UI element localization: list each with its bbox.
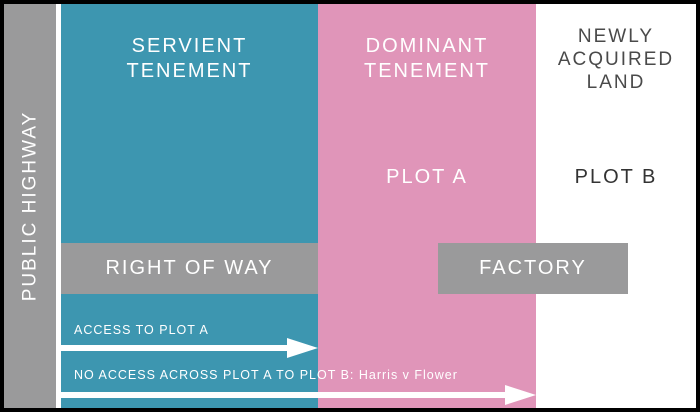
no-access-arrow-head [505, 385, 536, 405]
dominant-tenement-title: DOMINANT TENEMENT [318, 34, 536, 84]
servient-title-line-2: TENEMENT [126, 60, 253, 82]
servient-tenement-title: SERVIENT TENEMENT [61, 34, 318, 84]
newly-acquired-land-title: NEWLY ACQUIRED LAND [536, 26, 696, 94]
public-highway-region [4, 4, 56, 408]
no-access-arrow-shaft [61, 392, 509, 398]
dominant-title-line-1: DOMINANT [365, 35, 489, 57]
access-arrow-head [287, 338, 318, 358]
dominant-title-line-2: TENEMENT [364, 60, 490, 82]
access-arrow-shaft [61, 345, 291, 351]
right-of-way-box: RIGHT OF WAY [61, 243, 318, 294]
servient-title-line-1: SERVIENT [131, 35, 248, 57]
newland-title-line-3: LAND [586, 71, 646, 93]
right-of-way-label: RIGHT OF WAY [105, 257, 274, 279]
servient-tenement-region [61, 4, 318, 408]
newland-title-line-2: ACQUIRED [557, 48, 675, 70]
dominant-tenement-region [318, 4, 536, 408]
plot-a-label: PLOT A [386, 166, 468, 188]
factory-label: FACTORY [479, 257, 587, 279]
factory-box: FACTORY [438, 243, 628, 294]
highway-boundary-line [56, 4, 61, 408]
no-access-plot-b-label: NO ACCESS ACROSS PLOT A TO PLOT B: Harri… [74, 368, 458, 382]
plot-b-label: PLOT B [574, 166, 658, 188]
access-plot-a-label: ACCESS TO PLOT A [74, 323, 209, 337]
newland-title-line-1: NEWLY [577, 26, 655, 47]
newly-acquired-land-region [536, 4, 696, 408]
